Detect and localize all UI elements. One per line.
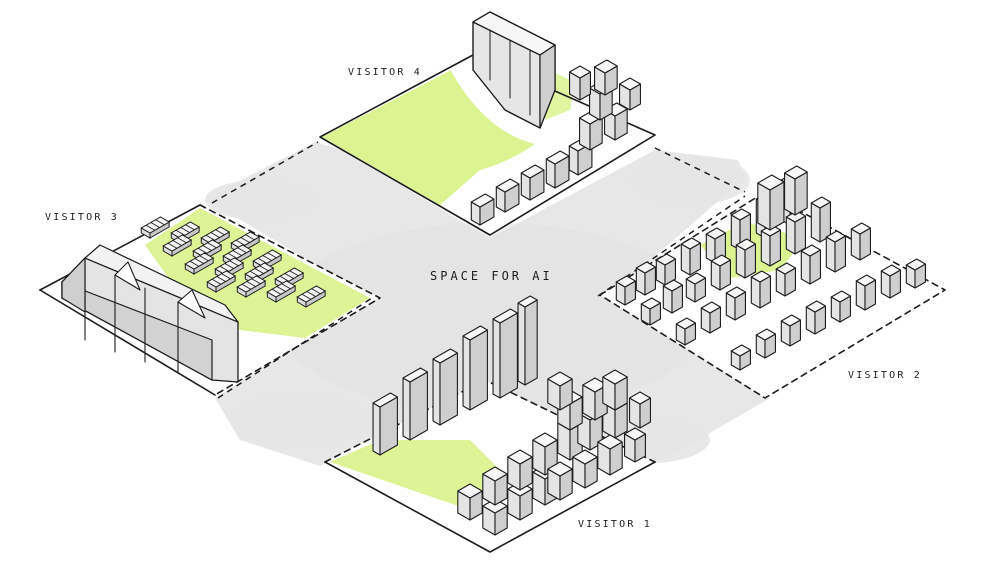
label-visitor-1: VISITOR 1 bbox=[578, 519, 652, 530]
building-block-visitor-2 bbox=[636, 262, 655, 295]
building-block-visitor-2 bbox=[731, 345, 750, 370]
label-space-for-ai: SPACE FOR AI bbox=[430, 269, 553, 283]
building-block-visitor-2 bbox=[831, 291, 850, 322]
building-block-visitor-1 bbox=[625, 428, 646, 462]
building-block-visitor-2 bbox=[856, 275, 875, 310]
building-block-visitor-1 bbox=[483, 467, 507, 505]
label-visitor-4: VISITOR 4 bbox=[348, 67, 422, 78]
building-block-visitor-1 bbox=[403, 368, 427, 440]
building-block-visitor-2 bbox=[663, 280, 682, 313]
label-visitor-2: VISITOR 2 bbox=[848, 370, 922, 381]
building-block-visitor-1 bbox=[373, 393, 397, 455]
building-block-visitor-4 bbox=[620, 78, 641, 110]
building-block-visitor-2 bbox=[616, 276, 635, 305]
building-block-visitor-2 bbox=[806, 301, 825, 334]
building-block-visitor-2 bbox=[726, 287, 745, 320]
building-block-visitor-2 bbox=[641, 298, 660, 325]
building-block-visitor-4 bbox=[595, 60, 618, 95]
building-block-visitor-2 bbox=[758, 175, 784, 230]
building-block-visitor-1 bbox=[463, 326, 487, 410]
building-block-visitor-2 bbox=[686, 273, 705, 302]
building-block-visitor-2 bbox=[781, 315, 800, 346]
building-block-visitor-2 bbox=[711, 255, 730, 290]
building-block-visitor-1 bbox=[518, 296, 537, 385]
building-block-visitor-1 bbox=[630, 392, 651, 428]
building-block-visitor-2 bbox=[826, 231, 845, 272]
building-block-visitor-2 bbox=[736, 239, 755, 278]
building-block-visitor-1 bbox=[493, 309, 517, 398]
building-block-visitor-1 bbox=[603, 370, 627, 410]
building-block-visitor-2 bbox=[801, 245, 820, 284]
building-block-visitor-2 bbox=[676, 318, 695, 345]
building-block-visitor-1 bbox=[573, 450, 597, 488]
building-block-visitor-2 bbox=[881, 265, 900, 298]
building-block-visitor-2 bbox=[751, 271, 770, 308]
building-block-visitor-2 bbox=[776, 263, 795, 296]
building-block-visitor-2 bbox=[906, 259, 925, 288]
building-block-visitor-1 bbox=[458, 484, 482, 520]
building-block-visitor-2 bbox=[786, 211, 805, 254]
building-block-visitor-1 bbox=[548, 462, 572, 500]
building-block-visitor-2 bbox=[701, 302, 720, 333]
building-block-visitor-2 bbox=[851, 223, 870, 260]
building-block-visitor-1 bbox=[598, 435, 622, 475]
building-block-visitor-2 bbox=[681, 238, 700, 275]
building-block-visitor-2 bbox=[756, 329, 775, 358]
building-block-visitor-4 bbox=[546, 151, 569, 188]
label-visitor-3: VISITOR 3 bbox=[45, 212, 119, 223]
building-block-visitor-2 bbox=[761, 225, 780, 266]
building-block-visitor-2 bbox=[785, 166, 808, 215]
building-block-visitor-1 bbox=[433, 349, 457, 425]
building-block-visitor-2 bbox=[811, 197, 830, 242]
building-block-visitor-4 bbox=[570, 66, 591, 100]
building-block-visitor-1 bbox=[548, 372, 572, 410]
building-block-visitor-1 bbox=[508, 450, 532, 490]
